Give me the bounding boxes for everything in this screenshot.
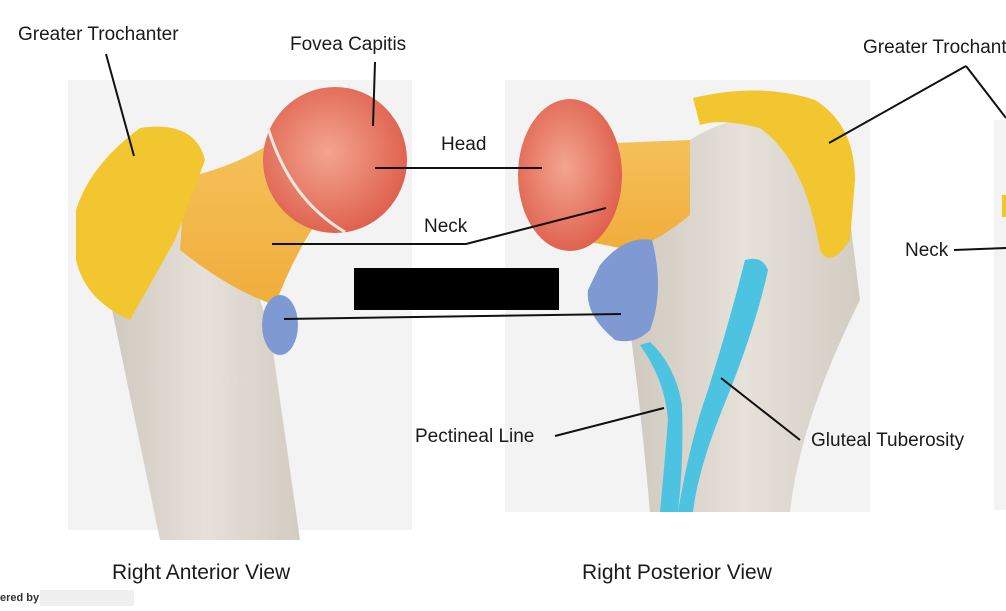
anterior-greater-trochanter [76,126,205,321]
pectineal-line-shape [640,342,683,512]
leader-gluteal-tuberosity [720,377,801,441]
caption-anterior-view: Right Anterior View [112,561,291,584]
redacted-label-box [354,268,559,310]
watermark-box [40,590,134,606]
leader-lines [105,53,1006,441]
leader-greater-trochanter-right-2 [965,65,1006,119]
label-greater-trochanter-left: Greater Trochanter [18,24,179,45]
anterior-head [263,87,407,233]
label-greater-trochanter-right: Greater Trochanter [863,37,1006,58]
leader-neck-right [953,247,1006,251]
gluteal-tuberosity-shape [678,258,768,512]
leader-fovea-capitis [372,61,376,127]
anterior-head-rim [266,127,346,234]
leader-greater-trochanter-left [105,53,135,157]
label-fovea-capitis: Fovea Capitis [290,34,407,55]
third-panel-edge [994,120,1006,510]
label-neck-right: Neck [905,240,949,261]
label-gluteal-tuberosity: Gluteal Tuberosity [811,430,965,451]
posterior-head [518,99,622,251]
posterior-lesser-trochanter [587,239,659,342]
posterior-greater-trochanter [693,90,855,259]
leader-neck [272,207,607,245]
anterior-lesser-trochanter [262,295,298,355]
leader-lesser-trochanter [283,313,622,320]
label-neck: Neck [424,216,468,237]
watermark-text: ered by [0,592,40,604]
leader-pectineal-line [554,407,665,437]
label-head: Head [441,134,487,155]
label-pectineal-line: Pectineal Line [415,426,535,447]
caption-posterior-view: Right Posterior View [582,561,772,584]
third-panel-trochanter-sliver [1002,195,1006,217]
leader-greater-trochanter-right [828,65,967,144]
